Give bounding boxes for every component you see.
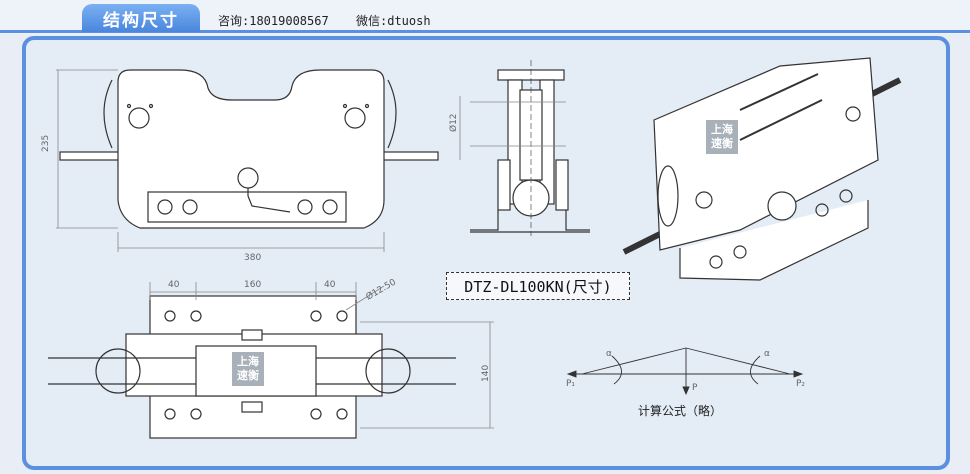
isometric-view: [622, 57, 902, 281]
force-p2-label: P₂: [796, 379, 805, 389]
plan-dim-mid: 160: [244, 280, 261, 290]
plan-hole-dim: Ø12.50: [364, 277, 398, 303]
model-label: DTZ-DL100KN(尺寸): [446, 272, 630, 300]
company-logo: 上海 速衡: [706, 120, 738, 154]
logo-line-1: 上海: [711, 123, 733, 136]
front-view: [59, 69, 439, 229]
force-p-label: P: [692, 383, 698, 393]
header-rule: [0, 30, 970, 33]
alpha-right-label: α: [764, 349, 770, 359]
side-diameter-dim: Ø12: [448, 113, 459, 132]
plan-height-dim: 140: [481, 365, 491, 382]
contact-phone: 咨询:18019008567: [218, 14, 329, 28]
side-view: [470, 60, 590, 236]
alpha-left-label: α: [606, 349, 612, 359]
logo-line-1: 上海: [237, 355, 259, 368]
force-diagram: [566, 347, 804, 396]
plan-dim-right: 40: [324, 280, 336, 290]
section-title: 结构尺寸: [82, 4, 200, 32]
formula-caption: 计算公式（略）: [638, 404, 723, 418]
logo-line-2: 速衡: [711, 137, 733, 150]
front-height-dim: 235: [41, 135, 51, 152]
company-logo: 上海 速衡: [232, 352, 264, 386]
front-width-dim: 380: [244, 253, 261, 263]
plan-dim-left: 40: [168, 280, 180, 290]
contact-wechat: 微信:dtuosh: [356, 14, 431, 28]
force-p1-label: P₁: [566, 379, 575, 389]
header-bar: 结构尺寸 咨询:18019008567 微信:dtuosh: [0, 0, 970, 34]
logo-line-2: 速衡: [237, 369, 259, 382]
